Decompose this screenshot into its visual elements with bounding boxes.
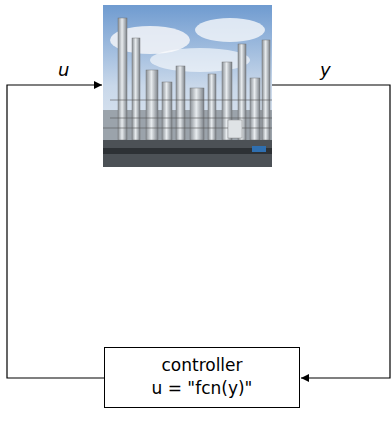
signal-name: u	[56, 60, 71, 80]
control-law: u = "fcn(y)"	[152, 377, 253, 400]
block-title: controller	[161, 354, 242, 377]
signal-name: y	[318, 60, 333, 80]
controller-box: controlleru = "fcn(y)"	[104, 347, 300, 408]
signal-wire	[7, 85, 390, 378]
plant-photo	[103, 5, 272, 167]
